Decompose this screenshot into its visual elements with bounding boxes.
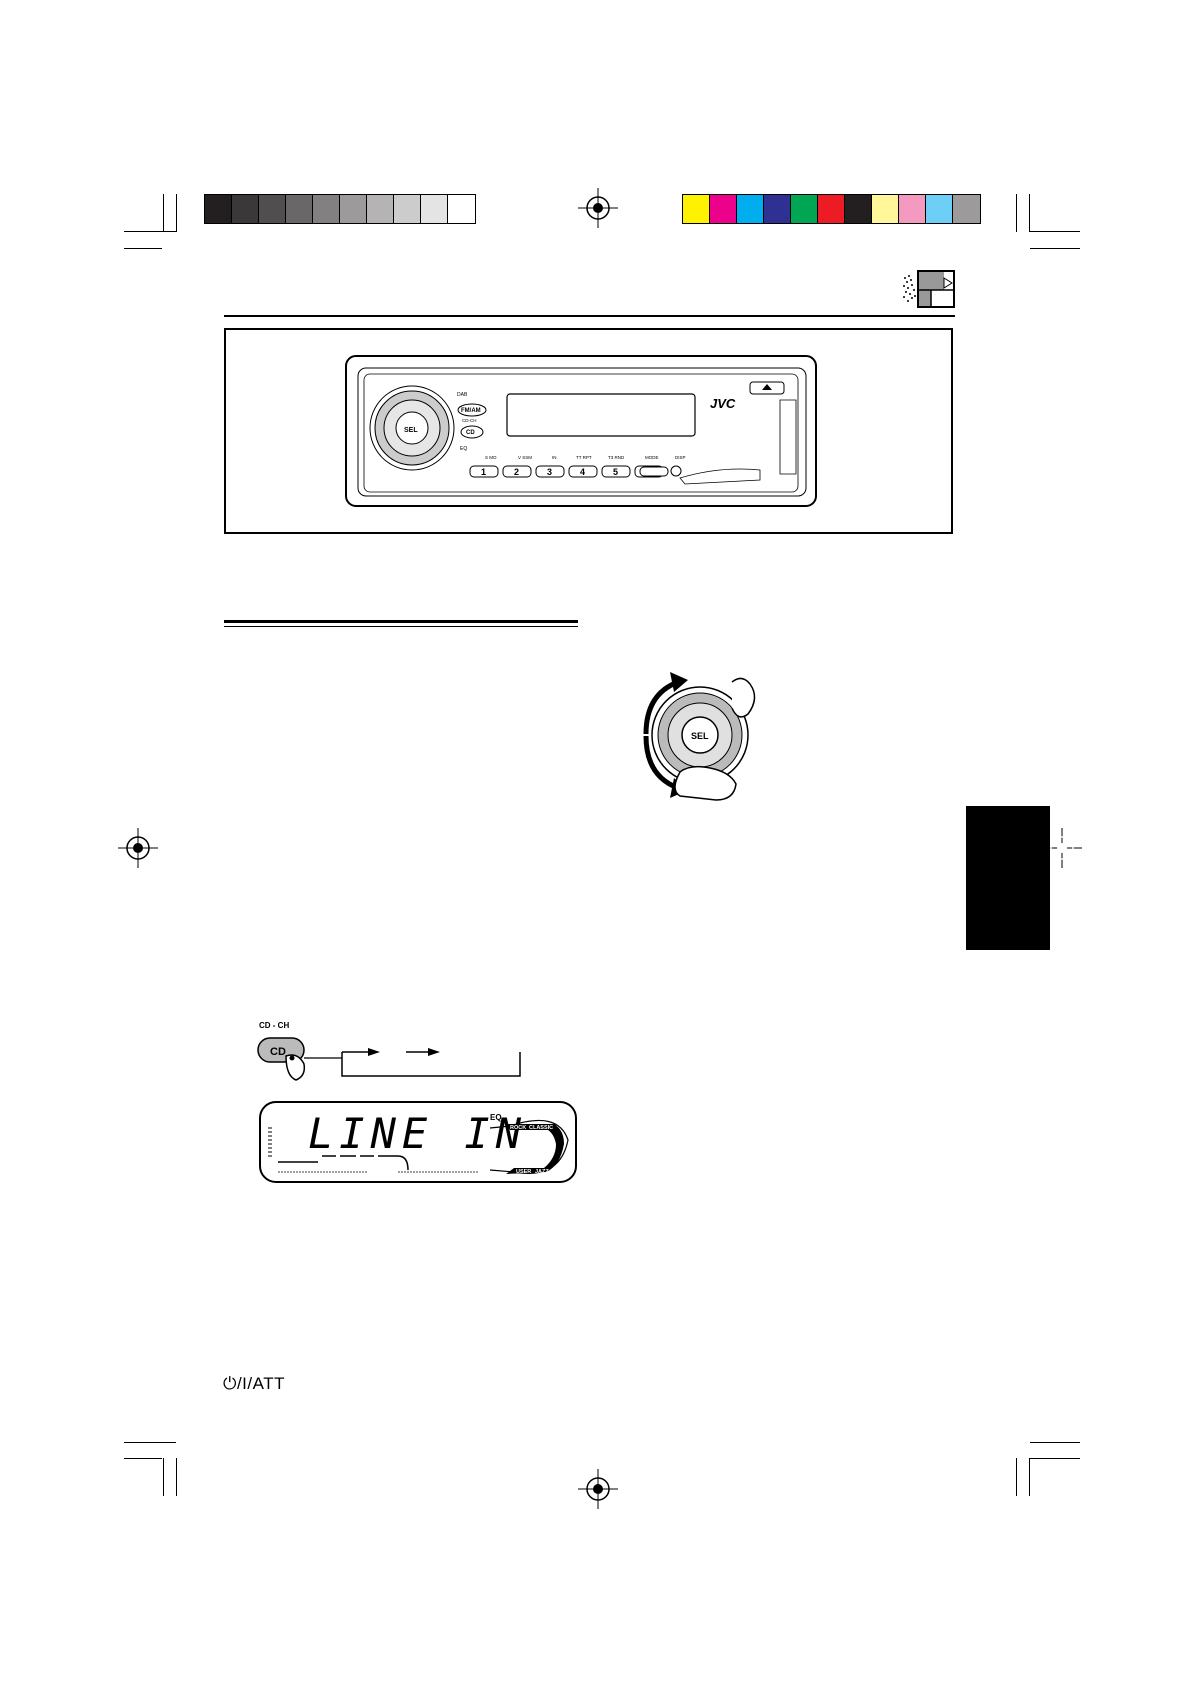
gray-swatch (340, 195, 367, 223)
eq-mode-classic: CLASSIC (529, 1125, 553, 1131)
color-swatch (764, 195, 791, 223)
gray-swatch (313, 195, 340, 223)
registration-mark-icon (578, 1469, 618, 1509)
cd-button-label: CD (270, 1046, 286, 1058)
header-rule (224, 315, 955, 317)
gray-swatch (205, 195, 232, 223)
preset-button-4[interactable] (568, 465, 598, 478)
hand-icon (285, 1054, 306, 1081)
color-swatch (818, 195, 845, 223)
crop-mark-icon (1016, 194, 1017, 232)
crop-mark-icon (176, 1458, 177, 1496)
crop-mark-icon (176, 194, 177, 232)
faceplate-frame (224, 328, 953, 534)
crop-mark-icon (1016, 1458, 1017, 1496)
fm-am-button[interactable]: FM/AM (461, 408, 481, 414)
curved-arrow-icon (643, 735, 679, 791)
preset-button-label: 5 (613, 467, 618, 477)
gray-swatch (367, 195, 394, 223)
thumb-tab (966, 806, 1050, 950)
crop-mark-icon (1030, 1442, 1080, 1443)
color-swatch (953, 195, 980, 223)
mode-label: MODE (645, 455, 659, 460)
preset-button-label: 2 (514, 467, 519, 477)
preset-button-label: 3 (547, 467, 552, 477)
color-swatch (791, 195, 818, 223)
brand-logo: JVC (710, 396, 736, 411)
hand-icon (731, 677, 756, 718)
crop-mark-icon (1030, 248, 1080, 249)
crop-mark-icon (124, 231, 176, 232)
power-att-label: ⏻/I/ATT (223, 1374, 285, 1393)
crop-mark-icon (1030, 1458, 1080, 1459)
eq-mode-user: USER (516, 1169, 531, 1175)
crop-mark-icon (124, 1458, 162, 1459)
color-swatch (710, 195, 737, 223)
crop-mark-icon (1030, 231, 1080, 232)
crop-mark-icon (163, 194, 164, 232)
dab-label: DAB (457, 392, 468, 398)
grayscale-calibration-bar (204, 194, 476, 224)
gray-swatch (394, 195, 421, 223)
preset-button-1[interactable] (469, 465, 499, 478)
preset-caption: V SSM (518, 455, 532, 460)
preset-caption: T3 RND (608, 455, 625, 460)
color-swatch (683, 195, 710, 223)
color-calibration-bar (682, 194, 981, 224)
color-swatch (872, 195, 899, 223)
disp-label: DISP (675, 455, 686, 460)
preset-button-2[interactable] (502, 465, 532, 478)
thumb-index-icon (903, 270, 955, 308)
gray-swatch (448, 195, 475, 223)
cd-button[interactable]: CD (466, 430, 475, 436)
gray-swatch (421, 195, 448, 223)
color-swatch (737, 195, 764, 223)
curved-arrow-icon (643, 679, 679, 735)
hand-icon (674, 765, 737, 801)
registration-mark-icon (578, 188, 618, 228)
color-swatch (899, 195, 926, 223)
color-swatch (926, 195, 953, 223)
knob-sel-label: SEL (691, 731, 709, 741)
cd-ch-label: CD-CH (462, 418, 477, 423)
crop-mark-icon (124, 248, 162, 249)
cd-ch-caption: CD - CH (259, 1021, 290, 1030)
crop-mark-icon (1029, 1458, 1030, 1496)
gray-swatch (232, 195, 259, 223)
eq-label: EQ (460, 446, 467, 452)
crop-mark-icon (163, 1458, 164, 1496)
eq-mode-rock: ROCK (510, 1125, 526, 1131)
section-rule (224, 620, 578, 623)
preset-button-label: 1 (481, 467, 486, 477)
gray-swatch (259, 195, 286, 223)
flow-arrow-icon (341, 1052, 521, 1077)
preset-button-5[interactable] (601, 465, 631, 478)
preset-button-label: 4 (580, 467, 585, 477)
gray-swatch (286, 195, 313, 223)
registration-mark-icon (118, 828, 158, 868)
sel-button[interactable]: SEL (404, 427, 418, 434)
lcd-eq-label: EQ (490, 1113, 502, 1122)
section-rule (224, 626, 578, 627)
preset-caption: IN (552, 455, 557, 460)
preset-caption: TT RPT (576, 455, 592, 460)
preset-button-3[interactable] (535, 465, 565, 478)
color-swatch (845, 195, 872, 223)
eq-mode-jazz: JAZZ (535, 1169, 549, 1175)
cd-button-illustration: CD (257, 1037, 521, 1081)
crop-mark-icon (1029, 194, 1030, 232)
faceplate-illustration: JVC SEL DAB FM/AM CD-CH CD EQ S MO V SSM… (345, 355, 817, 507)
crop-mark-icon (124, 1442, 176, 1443)
lcd-display: LINE IN EQ ROCK CLASSIC USER JAZZ (259, 1101, 577, 1183)
lcd-main-text: LINE IN (308, 1109, 527, 1158)
preset-caption: S MO (485, 455, 497, 460)
knob-illustration: SEL (643, 672, 756, 801)
